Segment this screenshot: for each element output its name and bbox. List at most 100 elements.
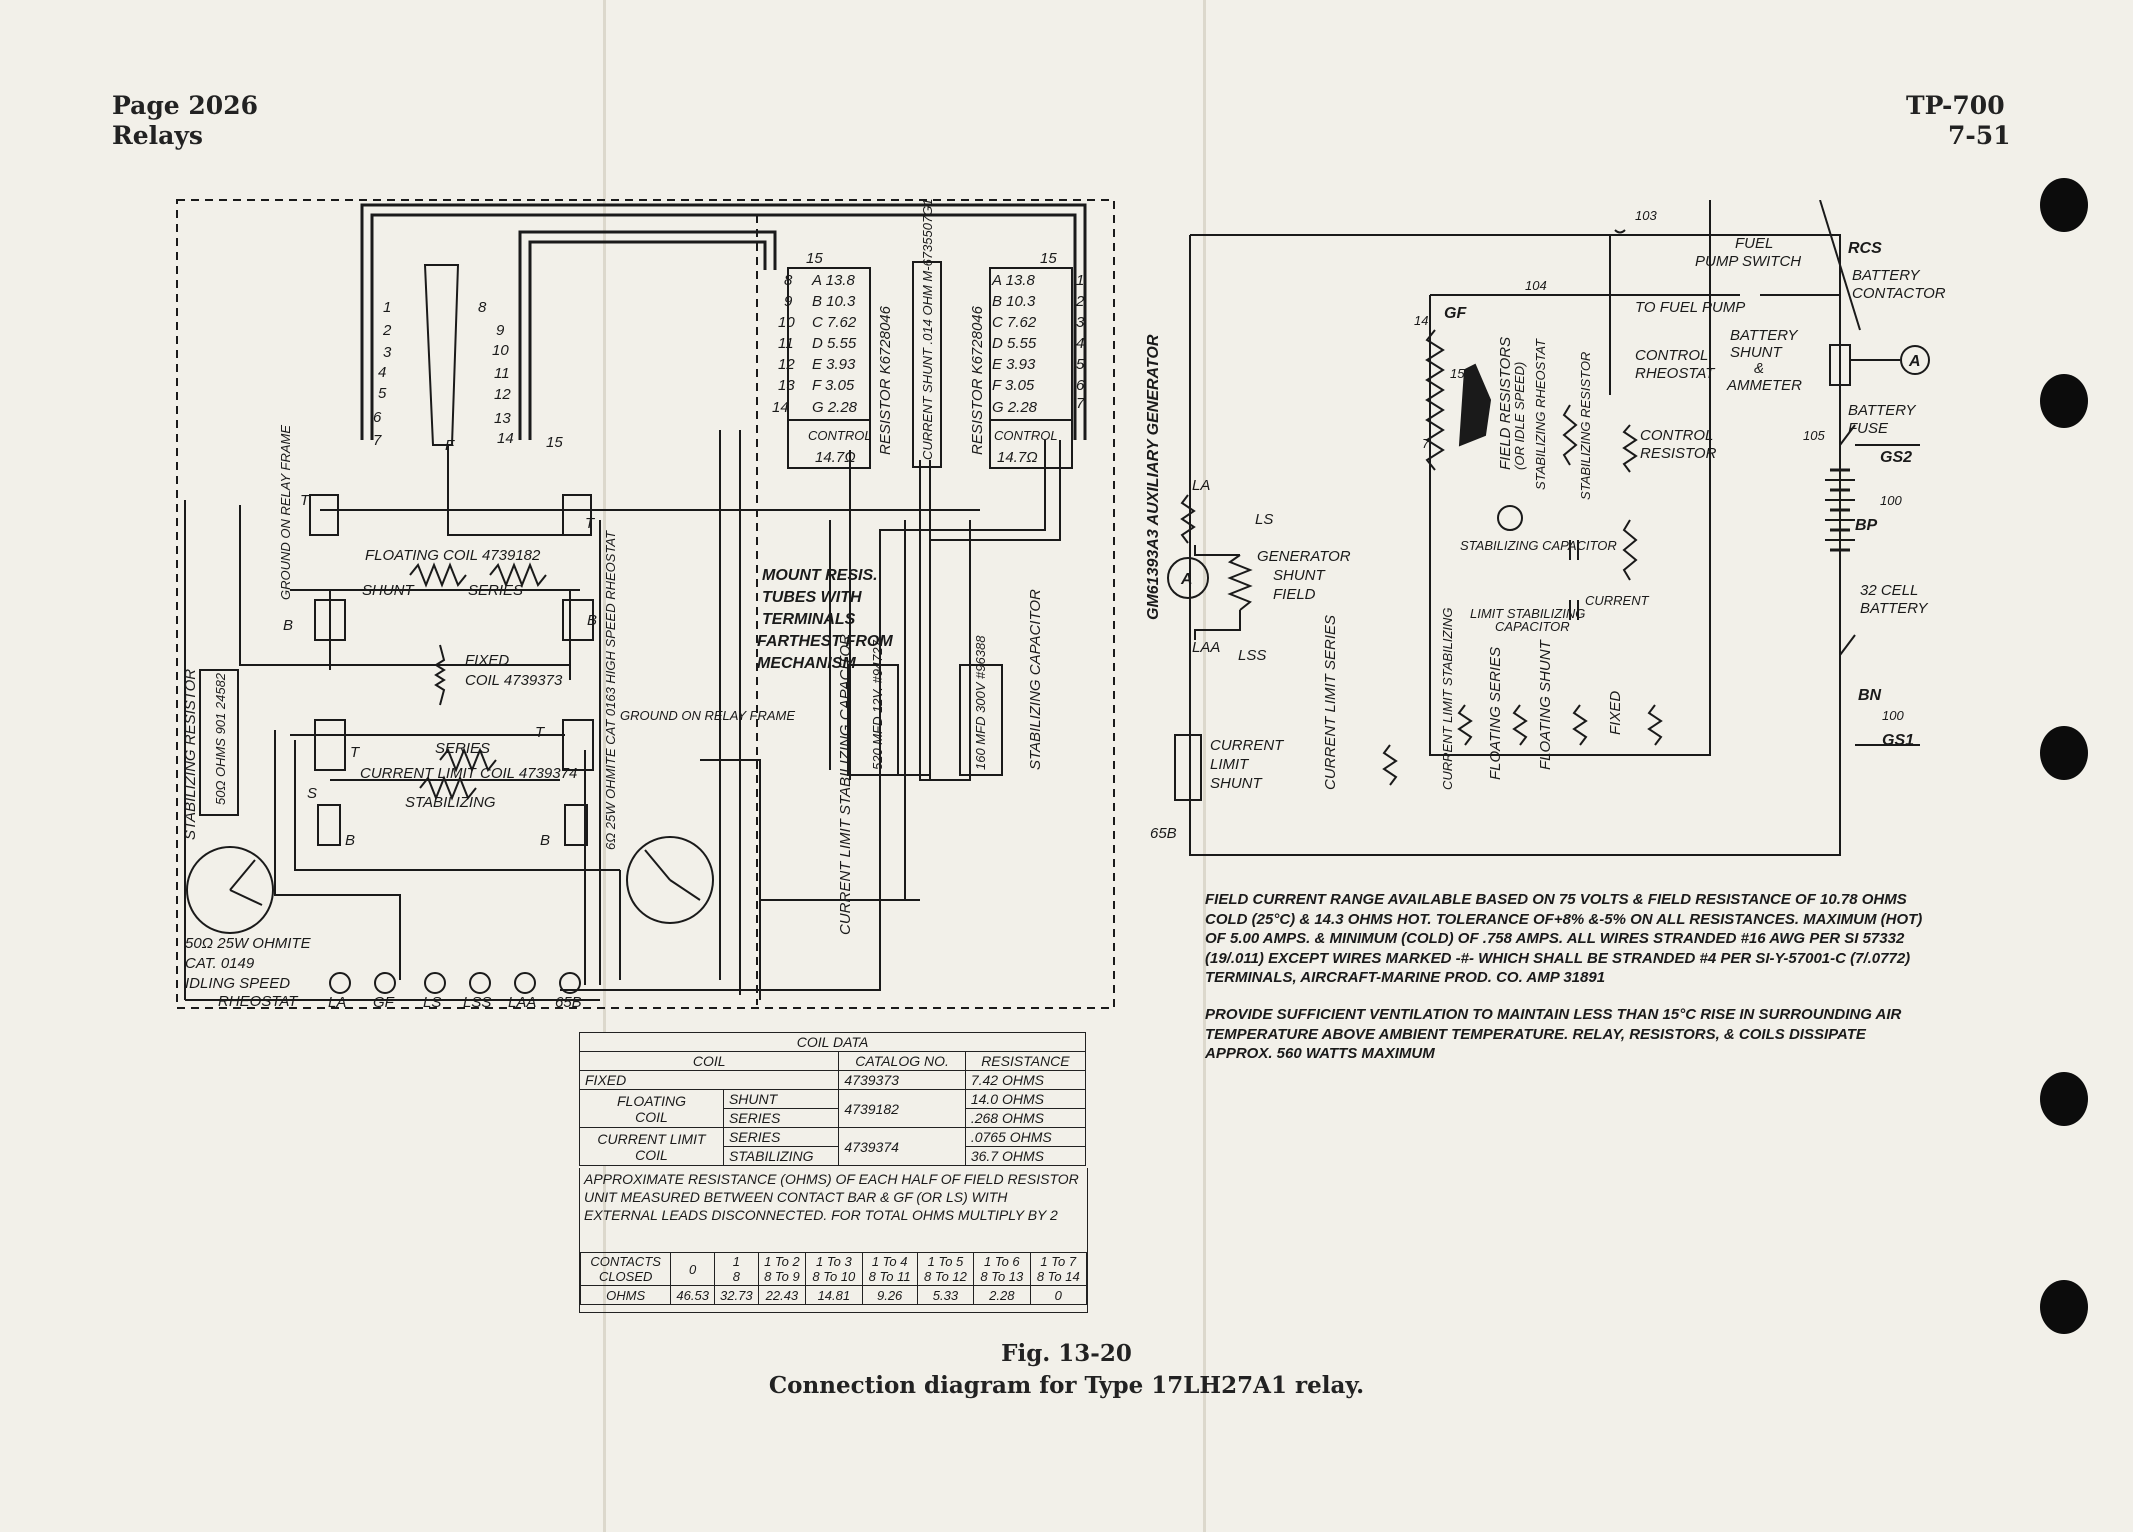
stab-resistor-value: 50Ω OHMS 901 24582 xyxy=(213,672,228,805)
finger-terminal: 1 xyxy=(383,299,391,316)
page-number: Page 2026 xyxy=(112,91,258,120)
armature-label: A xyxy=(1180,571,1193,588)
tap-value: E 3.93 xyxy=(812,356,856,373)
ground-frame-label: GROUND ON RELAY FRAME xyxy=(620,708,795,723)
control-label: CONTROL xyxy=(808,428,872,443)
section-title: Relays xyxy=(112,121,203,150)
float-shunt-label: FLOATING SHUNT xyxy=(1537,638,1554,770)
tap-14-label: 14 xyxy=(1414,313,1428,328)
tap-number: 1 xyxy=(1076,272,1084,289)
ohms-cell: 46.53 xyxy=(670,1285,715,1305)
tap-value: B 10.3 xyxy=(992,293,1036,310)
bn-label: BN xyxy=(1858,687,1882,704)
contacts-label-line: CLOSED xyxy=(598,1269,653,1284)
tap-number: 9 xyxy=(784,293,793,310)
finger-terminal: 5 xyxy=(378,385,387,402)
contacts-cell-a: 1 To 5 xyxy=(927,1254,964,1269)
tap-number: 11 xyxy=(778,335,794,352)
tap-number: 13 xyxy=(778,377,795,394)
contacts-cell: 0 xyxy=(670,1252,715,1286)
tap-15-label: 15 xyxy=(1450,366,1465,381)
fuel-pump-switch-label: PUMP SWITCH xyxy=(1695,253,1801,270)
battery-shunt-label: BATTERY xyxy=(1730,327,1799,344)
figure-number: Fig. 13-20 xyxy=(1001,1340,1132,1367)
finger-terminal: 4 xyxy=(378,364,386,381)
battery-fuse-label: BATTERY xyxy=(1848,402,1917,419)
tap-value: G 2.28 xyxy=(812,399,858,416)
gf-label: GF xyxy=(1444,305,1467,322)
battery-label: 32 CELL xyxy=(1860,582,1918,599)
b-label: B xyxy=(540,832,550,849)
gs2-label: GS2 xyxy=(1880,449,1912,466)
resistance-cell: 36.7 OHMS xyxy=(964,1146,1087,1166)
t-label: T xyxy=(350,744,361,761)
contacts-cell-b: 8 To 14 xyxy=(1036,1269,1080,1284)
contacts-cell-a: 1 To 7 xyxy=(1040,1254,1077,1269)
resistance-header: RESISTANCE xyxy=(964,1051,1087,1071)
shunt-field-label: GENERATOR xyxy=(1257,548,1351,565)
relay-wiring-diagram: 1 2 3 4 5 6 7 8 9 10 11 12 13 14 15 F 15… xyxy=(176,198,1115,1011)
idling-rheostat-label: RHEOSTAT xyxy=(218,993,299,1010)
coil-data-table: COIL DATA COIL CATALOG NO. RESISTANCE FI… xyxy=(578,1032,1087,1166)
binder-hole xyxy=(2040,178,2088,232)
cl-stab-label: CURRENT LIMIT STABILIZING xyxy=(1440,608,1455,791)
b-label: B xyxy=(345,832,355,849)
bottom-terminal: 65B xyxy=(555,994,582,1011)
battery-shunt-label: SHUNT xyxy=(1730,344,1784,361)
mount-note: TERMINALS xyxy=(762,611,856,628)
doc-page: 7-51 xyxy=(1948,121,2011,150)
cl-series-label: CURRENT LIMIT SERIES xyxy=(1322,615,1339,790)
to-fuel-pump-label: TO FUEL PUMP xyxy=(1635,299,1745,316)
resistance-cell: .268 OHMS xyxy=(964,1108,1087,1128)
resistor-top: 15 xyxy=(1040,250,1057,267)
battery-fuse-label: FUSE xyxy=(1848,420,1889,437)
battery-shunt-label: AMMETER xyxy=(1726,377,1802,394)
lss-label: LSS xyxy=(1238,647,1266,664)
fixed-coil-label: COIL 4739373 xyxy=(465,672,563,689)
generator-label: GM61393A3 AUXILIARY GENERATOR xyxy=(1145,334,1162,620)
finger-terminal: 7 xyxy=(373,432,382,449)
b-label: B xyxy=(283,617,293,634)
idle-speed-label: (OR IDLE SPEED) xyxy=(1512,362,1527,470)
stab-capacitor-label: STABILIZING CAPACITOR xyxy=(1027,589,1044,770)
figure-caption: Connection diagram for Type 17LH27A1 rel… xyxy=(768,1372,1365,1399)
binder-hole xyxy=(2040,1072,2088,1126)
contacts-cell-b: 8 To 12 xyxy=(923,1269,967,1284)
tap-value: E 3.93 xyxy=(992,356,1036,373)
finger-terminal: 9 xyxy=(496,322,505,339)
bottom-terminal: LS xyxy=(423,994,441,1011)
idling-rheostat-label: 50Ω 25W OHMITE xyxy=(185,935,312,952)
stabilizing-label: STABILIZING xyxy=(405,794,496,811)
catalog-cell: 4739182 xyxy=(838,1089,966,1128)
shunt-field-label: FIELD xyxy=(1273,586,1316,603)
resistor-top: 15 xyxy=(806,250,823,267)
mount-note: MOUNT RESIS. xyxy=(762,567,878,584)
finger-terminal: 6 xyxy=(373,409,382,426)
ammeter-label: A xyxy=(1908,353,1921,370)
idling-rheostat-label: CAT. 0149 xyxy=(185,955,255,972)
ohms-cell: 32.73 xyxy=(714,1285,759,1305)
tap-value: G 2.28 xyxy=(992,399,1038,416)
tap-value: C 7.62 xyxy=(992,314,1037,331)
coil-sub: SHUNT xyxy=(722,1089,840,1109)
finger-terminal: 10 xyxy=(492,342,509,359)
tap-value: D 5.55 xyxy=(992,335,1037,352)
contacts-cell-a: 1 To 3 xyxy=(816,1254,852,1269)
ohms-label: OHMS xyxy=(579,1285,672,1305)
contacts-cell-b: 8 To 9 xyxy=(764,1269,800,1284)
catalog-cell: 4739374 xyxy=(838,1127,966,1166)
ohms-cell: 14.81 xyxy=(805,1285,863,1305)
wire-100-label: 100 xyxy=(1880,493,1902,508)
finger-terminal: 3 xyxy=(383,344,392,361)
tap-number: 14 xyxy=(772,399,789,416)
doc-number: TP-700 xyxy=(1906,91,2005,120)
mount-note: MECHANISM xyxy=(757,655,856,672)
cl-stab-cap-label: CAPACITOR xyxy=(1495,619,1570,634)
high-speed-rheostat-label: 6Ω 25W OHMITE CAT 0163 HIGH SPEED RHEOST… xyxy=(603,530,618,850)
shunt-label: SHUNT xyxy=(362,582,416,599)
